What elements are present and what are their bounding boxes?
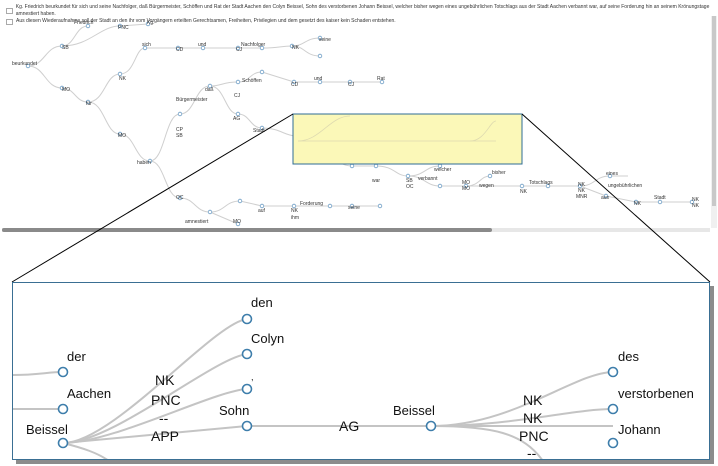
tree-label: Beissel <box>393 403 435 418</box>
scrollbar-thumb[interactable] <box>712 16 716 206</box>
tree-label: NK <box>523 410 543 426</box>
tree-label: CD <box>291 82 299 88</box>
legend-row: Kg. Friedrich beurkundet für sich und se… <box>6 4 718 18</box>
tree-label: Sohn <box>219 403 249 418</box>
tree-label: NK <box>291 208 299 214</box>
tree-label: AG <box>233 116 240 122</box>
tree-label: den <box>251 295 273 310</box>
tree-label: welcher <box>434 167 452 173</box>
tree-label: MO <box>462 180 470 186</box>
tree-label: MNR <box>576 194 588 200</box>
tree-label: seine <box>319 37 331 43</box>
tree-label: MO <box>462 186 470 192</box>
tree-label: und <box>198 42 207 48</box>
tree-label: OC <box>406 184 414 190</box>
tree-label: ihm <box>291 215 299 221</box>
overview-tree: beurkundet SB MO Friedrich PNC Kg. für N… <box>12 20 700 227</box>
tree-label: Stadt <box>253 128 265 134</box>
tree-label: bisher <box>492 170 506 176</box>
zoom-panel: der Aachen Beissel NK PNC -- APP den Col… <box>12 282 710 460</box>
tree-label: MO <box>118 133 126 139</box>
tree-label: daß <box>205 87 214 93</box>
legend-row: Aus diesen Wiederaufnahme soll der Stadt… <box>6 18 718 25</box>
tree-label: NK <box>523 392 543 408</box>
tree-label: Totschlags <box>529 180 553 186</box>
tree-label: Friedrich <box>74 20 94 26</box>
tree-label: Stadt <box>654 195 666 201</box>
tree-label: der <box>67 349 86 364</box>
tree-label: Johann <box>618 422 661 437</box>
tree-label: PNC <box>519 428 549 444</box>
tree-label: Kg. <box>147 20 155 26</box>
tree-label: haben <box>137 160 151 166</box>
tree-label: PNC <box>118 25 129 31</box>
tree-label: amnestiert <box>185 219 209 225</box>
tree-label: NK <box>119 76 127 82</box>
tree-label: CD <box>176 47 184 53</box>
tree-label: SB <box>176 133 183 139</box>
legend-text: Aus diesen Wiederaufnahme soll der Stadt… <box>16 18 396 24</box>
tree-label: verstorbenen <box>618 386 694 401</box>
highlight-region <box>292 113 523 165</box>
tree-label: für <box>86 101 92 107</box>
tree-label: NK <box>155 372 175 388</box>
legend: Kg. Friedrich beurkundet für sich und se… <box>6 4 718 25</box>
tree-label: , <box>251 372 254 382</box>
tree-label: Aachen <box>67 386 111 401</box>
tree-label: AG <box>339 418 359 434</box>
tree-label: Beissel <box>26 422 68 437</box>
tree-label: APP <box>151 428 179 444</box>
tree-label: NK <box>520 189 528 195</box>
tree-label: -- <box>527 445 537 460</box>
vertical-scrollbar[interactable] <box>711 16 717 228</box>
tree-label: ungebührlichen <box>608 183 642 189</box>
tree-label: sich <box>142 42 151 48</box>
tree-label: NK <box>692 203 700 209</box>
tree-label: CJ <box>348 82 355 88</box>
tree-label: eines <box>606 171 618 177</box>
tree-label: MO <box>62 87 70 93</box>
tree-label: aus <box>601 195 610 201</box>
tree-label: wegen <box>479 183 494 189</box>
tree-label: -- <box>159 410 169 426</box>
tree-label: NK <box>292 45 300 51</box>
tree-label: Schöffen <box>242 78 262 84</box>
tree-label: CJ <box>234 93 241 99</box>
tree-label: NK <box>634 201 642 207</box>
tree-label: und <box>314 76 323 82</box>
scrollbar-thumb[interactable] <box>2 228 492 232</box>
tree-label: CJ <box>236 47 243 53</box>
tree-label: Nachfolger <box>241 42 266 48</box>
horizontal-scrollbar[interactable] <box>2 228 710 232</box>
tree-label: SB <box>62 45 69 51</box>
tree-label: war <box>372 178 380 184</box>
tree-label: verbannt <box>418 176 438 182</box>
checkbox[interactable] <box>6 18 13 25</box>
tree-label: Rat <box>377 76 385 82</box>
tree-label: SB <box>406 178 413 184</box>
tree-label: seine <box>348 205 360 211</box>
tree-label: PNC <box>151 392 181 408</box>
tree-label: beurkundet <box>12 61 38 67</box>
checkbox[interactable] <box>6 8 13 14</box>
legend-text: Kg. Friedrich beurkundet für sich und se… <box>15 4 710 17</box>
zoom-tree: der Aachen Beissel NK PNC -- APP den Col… <box>13 295 694 460</box>
tree-label: auf <box>258 208 266 214</box>
tree-label: OC <box>176 195 184 201</box>
tree-label: MO <box>233 219 241 225</box>
tree-label: Colyn <box>251 331 284 346</box>
tree-label: des <box>618 349 639 364</box>
tree-label: Bürgermeister <box>176 97 208 103</box>
tree-label: Forderung <box>300 201 323 207</box>
